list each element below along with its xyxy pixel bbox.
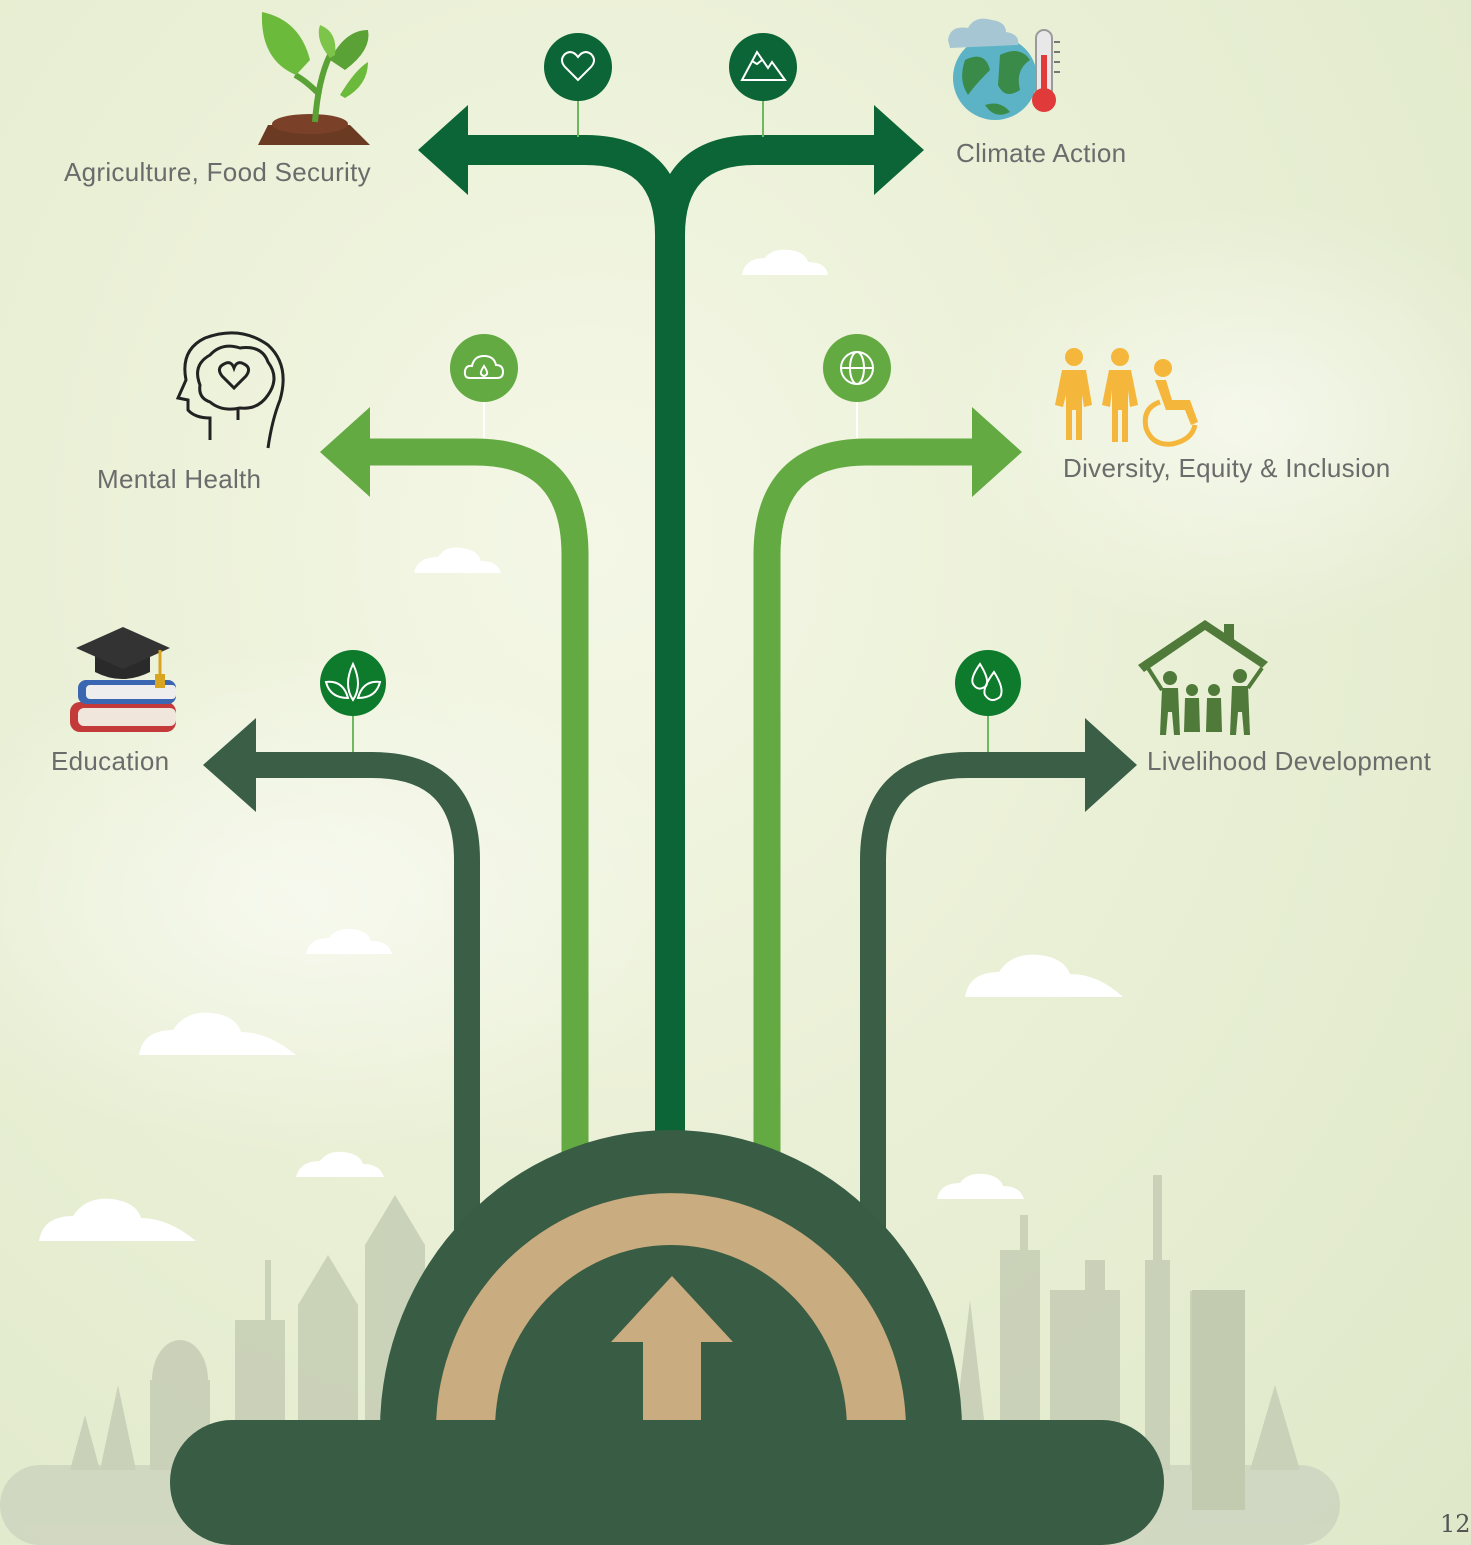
branch-livelihood [860,718,1137,1240]
globe-icon [840,351,874,385]
label-mental-health: Mental Health [97,464,262,494]
label-climate-action: Climate Action [956,138,1127,168]
family-house-icon [1138,620,1268,735]
base-dome [170,1130,1164,1545]
node-water-drops [955,650,1021,752]
globe-thermometer-icon [948,18,1060,120]
arrow-right [1085,718,1137,812]
node-leaves [320,650,386,752]
brain-heart-icon [175,331,285,449]
node-mountain [729,33,797,137]
branch-education [203,718,480,1240]
up-arrow-icon [611,1276,733,1430]
clouds [39,249,1123,1241]
arrow-right [874,105,924,195]
water-drops-icon [971,662,1003,701]
label-diversity: Diversity, Equity & Inclusion [1063,453,1391,483]
leaves-icon [324,661,382,702]
branch-mental-health [320,407,589,1160]
people-wheelchair-icon [1055,348,1198,447]
background-haze [950,200,1471,640]
mountain-icon [740,50,787,81]
sprout-icon [258,12,370,145]
label-agriculture: Agriculture, Food Security [64,157,371,187]
branch-agriculture-climate [418,105,924,1150]
arrow-right [972,407,1022,497]
page-number: 12 [1440,1510,1471,1538]
cloud-drop-icon [463,354,505,379]
label-livelihood: Livelihood Development [1147,746,1432,776]
arrow-left [418,105,468,195]
label-education: Education [51,746,170,776]
node-heart [544,33,612,137]
branch-diversity [753,407,1022,1160]
arrow-left [320,407,370,497]
node-globe [823,334,891,438]
graduation-books-icon [70,627,176,732]
heart-icon [561,51,595,82]
node-cloud-drop [450,334,518,438]
base-platform [170,1420,1164,1545]
arrow-left [203,718,256,812]
